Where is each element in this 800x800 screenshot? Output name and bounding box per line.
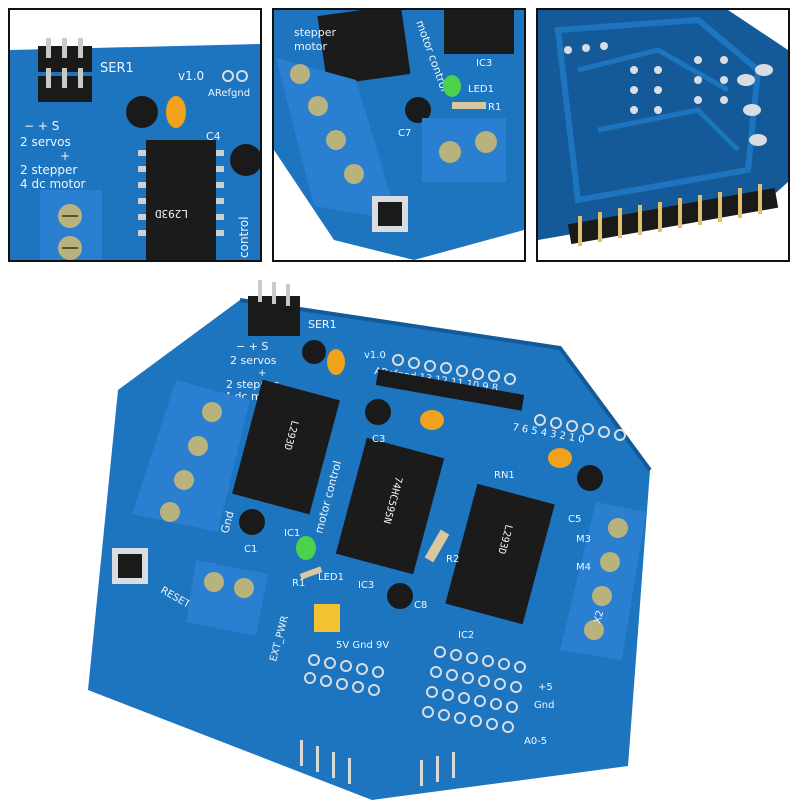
led-label: LED1 [468,84,494,95]
main-photo-motor-shield: SER1 v1.0 ARefgnd 13 12 11 10 9 8 − + S … [0,270,800,800]
led-label: LED1 [318,572,344,583]
left-terminal-block [132,380,250,532]
resistor-network [375,369,525,411]
chip-top-1 [317,10,411,86]
stepper-label: 2 stepper [20,163,77,177]
capacitor [126,96,158,128]
aref-label: ARefgnd [208,88,250,99]
gnd2-label: Gnd [534,700,554,711]
detail-1-svg: SER1 v1.0 ARefgnd − + S 2 servos + 2 ste… [10,10,260,260]
pins-label: − + S [24,119,59,133]
capacitor [387,583,413,609]
m3-label: M3 [576,534,591,545]
r1-label: R1 [488,102,501,113]
detail-2-svg: stepper motor motor control IC3 C7 LED1 … [274,10,524,260]
capacitor [302,340,326,364]
green-led [443,75,461,97]
right-terminal-block [560,502,646,660]
ceramic-capacitor [166,96,186,128]
reset-button [372,196,408,232]
resistor [424,529,450,563]
capacitor [230,144,260,176]
plus-label: + [258,368,266,379]
c8-label: C8 [414,600,427,611]
control-label: control [237,216,251,258]
version-label: v1.0 [178,69,204,83]
screw-terminal [40,190,102,260]
ser1-label: SER1 [308,318,337,331]
analog-label: A0-5 [524,736,547,747]
chip-label: L293D [155,207,188,220]
plus-label: + [60,149,70,163]
l293d-chip: L293D [138,140,224,260]
x2-label: X2 [592,609,606,625]
stepper-label: stepper [294,26,337,39]
screw-terminal-4way [276,58,398,220]
m4-label: M4 [576,562,591,573]
ic3-label: IC3 [476,58,492,69]
ic3-label: IC3 [358,580,374,591]
detail-photo-terminal-led: stepper motor motor control IC3 C7 LED1 … [272,8,526,262]
power-terminal-block [186,560,268,636]
ceramic-capacitor [548,448,572,468]
main-board-svg: SER1 v1.0 ARefgnd 13 12 11 10 9 8 − + S … [88,280,652,800]
pins-label: − + S [236,340,268,353]
resistor [299,566,323,580]
power-pads [304,654,384,696]
bottom-pins [300,740,455,786]
rn1-label: RN1 [494,470,515,481]
r2-label: R2 [446,554,459,565]
gnd-label: Gnd [218,510,236,535]
c1-label: C1 [244,544,257,555]
header-pin-row [567,184,779,246]
resistor [452,102,486,109]
power-row-label: 5V Gnd 9V [336,640,389,651]
c3-label: C3 [372,434,385,445]
servos-label: 2 servos [230,354,277,367]
r1-label: R1 [292,578,305,589]
c5-label: C5 [568,514,581,525]
green-led [296,536,316,560]
ic1-label: IC1 [284,528,300,539]
servo-header [248,280,300,336]
ceramic-capacitor [327,349,345,375]
cap-label: C4 [206,130,221,143]
detail-photo-board-underside [536,8,790,262]
reset-button [112,548,148,584]
servo-header-pins [38,38,92,102]
capacitor [405,97,431,123]
capacitor [365,399,391,425]
chip-ic3: 74HC595N [335,437,445,575]
chip-ic1: L293D [232,379,340,515]
detail-photo-servo-header: SER1 v1.0 ARefgnd − + S 2 servos + 2 ste… [8,8,262,262]
capacitor [577,465,603,491]
screw-terminal-2way [422,118,506,182]
ceramic-capacitor [420,410,444,430]
detail-3-svg [538,10,788,260]
chip-ic2: L293D [445,483,555,625]
chip-top-2 [444,10,514,54]
version-label: v1.0 [364,350,386,361]
c7-label: C7 [398,128,411,139]
capacitor [239,509,265,535]
plus5-label: +5 [538,682,553,693]
motor-label: motor [294,40,327,53]
ic2-label: IC2 [458,630,474,641]
ser1-label: SER1 [100,61,134,76]
digital-pads [392,354,626,441]
solder-pads [564,42,773,146]
analog-pads [422,646,526,733]
power-jumper [314,604,340,632]
dc-motor-label: 4 dc motor [20,177,86,191]
servos-label: 2 servos [20,135,71,149]
